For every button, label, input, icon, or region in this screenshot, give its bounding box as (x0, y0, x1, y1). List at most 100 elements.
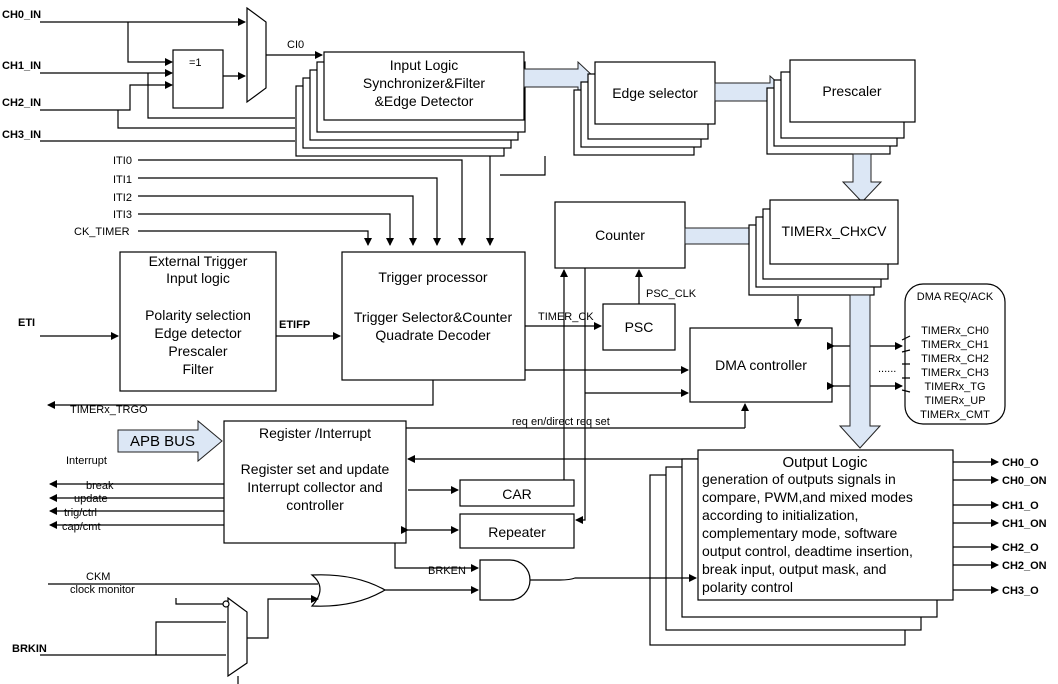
xor-label: =1 (189, 57, 202, 69)
iti2-label: ITI2 (113, 192, 132, 204)
dma-controller-label: DMA controller (715, 357, 807, 373)
repeater-label: Repeater (488, 524, 546, 540)
output-logic-line6: break input, output mask, and (702, 561, 886, 577)
input-logic-line3: &Edge Detector (375, 93, 474, 109)
input-ch3: CH3_IN (2, 129, 41, 141)
psc-block: PSC (602, 303, 676, 351)
ext-trig-line5: Edge detector (154, 325, 242, 341)
external-trigger-block: External Trigger Input logic Polarity se… (119, 251, 277, 392)
register-line4: Interrupt collector and (247, 479, 382, 495)
brkin-mux (227, 596, 248, 678)
input-logic-line2: Synchronizer&Filter (363, 75, 485, 91)
ext-trig-line7: Filter (182, 361, 213, 377)
trigger-processor-block: Trigger processor Trigger Selector&Count… (341, 251, 526, 381)
trigger-line3: Trigger Selector&Counter (354, 309, 513, 325)
dma-item-ch1: TIMERx_CH1 (921, 339, 989, 351)
clock-monitor-label: clock monitor (70, 584, 135, 596)
out-ch1-on: CH1_ON (1002, 518, 1047, 530)
interrupt-label: Interrupt (66, 455, 107, 467)
output-logic-line7: polarity control (702, 579, 793, 595)
arrow-chxcv-to-output (838, 294, 882, 449)
apb-bus-arrow (117, 419, 223, 463)
iti1-label: ITI1 (113, 174, 132, 186)
xor-gate (172, 49, 224, 109)
apb-bus-label: APB BUS (130, 433, 195, 450)
break-logic: CKM clock monitor BRKEN BRKIN (12, 543, 697, 684)
register-line5: controller (286, 497, 344, 513)
brkin-label: BRKIN (12, 643, 47, 655)
iti3-label: ITI3 (113, 209, 132, 221)
out-ch3-o: CH3_O (1002, 585, 1039, 597)
register-line3: Register set and update (241, 461, 390, 477)
eti-label: ETI (18, 317, 35, 329)
output-logic-line5: output control, deadtime insertion, (702, 543, 913, 559)
timer-ck-label: TIMER_CK (538, 311, 594, 323)
dma-item-up: TIMERx_UP (924, 395, 985, 407)
trgo-label: TIMERx_TRGO (70, 404, 148, 416)
output-logic-line2: compare, PWM,and mixed modes (702, 489, 913, 505)
psc-label: PSC (625, 319, 654, 335)
dma-dots: ...... (878, 363, 896, 375)
dma-item-cmt: TIMERx_CMT (920, 409, 990, 421)
ci0-label: CI0 (287, 39, 304, 51)
input-logic-block: Input Logic Synchronizer&Filter &Edge De… (295, 51, 526, 157)
output-logic-title: Output Logic (782, 454, 868, 471)
out-ch2-o: CH2_O (1002, 542, 1039, 554)
out-update: update (74, 493, 108, 505)
arrow-prescaler-to-chxcv (841, 153, 883, 203)
brken-label: BRKEN (428, 565, 466, 577)
counter-label: Counter (595, 227, 645, 243)
chxcv-block: TIMERx_CHxCV (748, 199, 899, 296)
prescaler-label: Prescaler (822, 83, 881, 99)
edge-selector-label: Edge selector (612, 85, 698, 101)
req-label: req en/direct req set (512, 416, 610, 428)
register-left-outputs: break update trig/ctrl cap/cmt (49, 480, 224, 533)
output-logic-line1: generation of outputs signals in (702, 471, 896, 487)
dma-controller-block: DMA controller (689, 327, 833, 403)
register-title: Register /Interrupt (259, 425, 371, 441)
counter-block: Counter (554, 201, 686, 269)
out-cap-cmt: cap/cmt (62, 521, 101, 533)
input-ch1: CH1_IN (2, 60, 41, 72)
out-ch1-o: CH1_O (1002, 500, 1039, 512)
dma-item-ch3: TIMERx_CH3 (921, 367, 989, 379)
car-label: CAR (502, 486, 532, 502)
dma-item-ch0: TIMERx_CH0 (921, 325, 989, 337)
repeater-block: Repeater (459, 513, 575, 549)
psc-clk-label: PSC_CLK (646, 288, 697, 300)
chxcv-label: TIMERx_CHxCV (781, 223, 887, 239)
ext-trig-line6: Prescaler (168, 343, 227, 359)
dma-panel-title: DMA REQ/ACK (917, 291, 994, 303)
etifp-label: ETIFP (279, 319, 310, 331)
dma-req-panel: DMA REQ/ACK TIMERx_CH0 TIMERx_CH1 TIMERx… (904, 283, 1006, 425)
or-gate (310, 574, 387, 607)
ext-trig-line2: Input logic (166, 270, 230, 286)
output-logic-line3: according to initialization, (702, 507, 858, 523)
output-logic-block: Output Logic generation of outputs signa… (649, 449, 954, 646)
out-ch0-o: CH0_O (1002, 457, 1039, 469)
dma-item-ch2: TIMERx_CH2 (921, 353, 989, 365)
input-channels: CH0_IN CH1_IN CH2_IN CH3_IN =1 CI0 (2, 6, 323, 142)
dma-item-tg: TIMERx_TG (924, 381, 985, 393)
out-trig-ctrl: trig/ctrl (64, 507, 97, 519)
register-interrupt-block: Register /Interrupt Register set and upd… (223, 420, 407, 544)
ext-trig-title: External Trigger (149, 253, 248, 269)
car-block: CAR (459, 479, 575, 507)
out-ch2-on: CH2_ON (1002, 560, 1047, 572)
input-mux (246, 6, 267, 104)
output-logic-line4: complementary mode, software (702, 525, 898, 541)
output-channels: CH0_O CH0_ON CH1_O CH1_ON CH2_O CH2_ON C… (953, 457, 1047, 597)
input-ch2: CH2_IN (2, 97, 41, 109)
trigger-line4: Quadrate Decoder (375, 327, 491, 343)
out-ch0-on: CH0_ON (1002, 475, 1047, 487)
edge-selector-block: Edge selector (573, 61, 716, 156)
iti0-label: ITI0 (113, 155, 132, 167)
ckm-label: CKM (86, 571, 110, 583)
out-break: break (86, 480, 114, 492)
and-gate (479, 559, 531, 601)
ck-timer-label: CK_TIMER (74, 226, 130, 238)
input-ch0: CH0_IN (2, 9, 41, 21)
iti-inputs: ITI0 ITI1 ITI2 ITI3 CK_TIMER (74, 155, 546, 246)
prescaler-block: Prescaler (766, 59, 916, 155)
